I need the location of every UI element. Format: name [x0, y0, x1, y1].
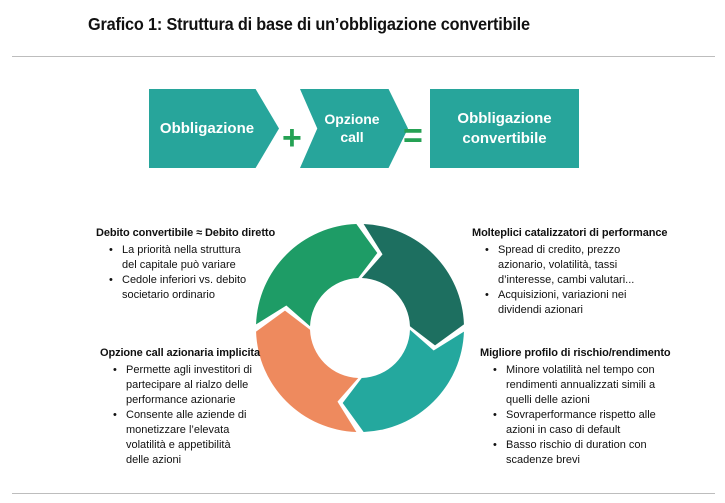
label-line: Obbligazione [457, 110, 552, 128]
section-opzione-call: Opzione call azionaria implicita Permett… [100, 346, 270, 468]
bullet-item: Minore volatilità nel tempo conrendiment… [480, 363, 685, 408]
section-catalizzatori: Molteplici catalizzatori di performance … [472, 226, 712, 318]
cycle-segment-orange [256, 310, 359, 432]
section-heading: Debito convertibile ≈ Debito diretto [96, 227, 276, 239]
label-line: Obbligazione [159, 119, 255, 137]
obbligazione-label: Obbligazione [160, 119, 254, 138]
section-heading: Migliore profilo di rischio/rendimento [480, 347, 671, 359]
label-line: call [340, 128, 364, 145]
cycle-segment-dark [361, 224, 464, 346]
label-line: convertibile [462, 129, 547, 147]
equals-sign: = [403, 117, 423, 155]
bullet-item: Permette agli investitori dipartecipare … [100, 363, 270, 408]
cycle-segment-teal [342, 329, 464, 432]
top-divider [12, 56, 715, 57]
section-debito-convertibile: Debito convertibile ≈ Debito diretto La … [96, 226, 276, 303]
label-line: Opzione [324, 110, 380, 127]
plus-sign: + [282, 119, 302, 157]
section-profilo-rischio: Migliore profilo di rischio/rendimento M… [480, 346, 685, 468]
section-heading: Opzione call azionaria implicita [100, 347, 261, 359]
bottom-divider [12, 493, 715, 494]
obbligazione-box: Obbligazione [149, 89, 279, 168]
cycle-segment-green [256, 224, 378, 327]
page-title: Grafico 1: Struttura di base di un’obbli… [88, 14, 530, 34]
bullet-list: Permette agli investitori dipartecipare … [100, 363, 270, 468]
bullet-list: Minore volatilità nel tempo conrendiment… [480, 363, 685, 468]
cycle-diagram [256, 224, 464, 432]
section-heading: Molteplici catalizzatori di performance [472, 227, 668, 239]
